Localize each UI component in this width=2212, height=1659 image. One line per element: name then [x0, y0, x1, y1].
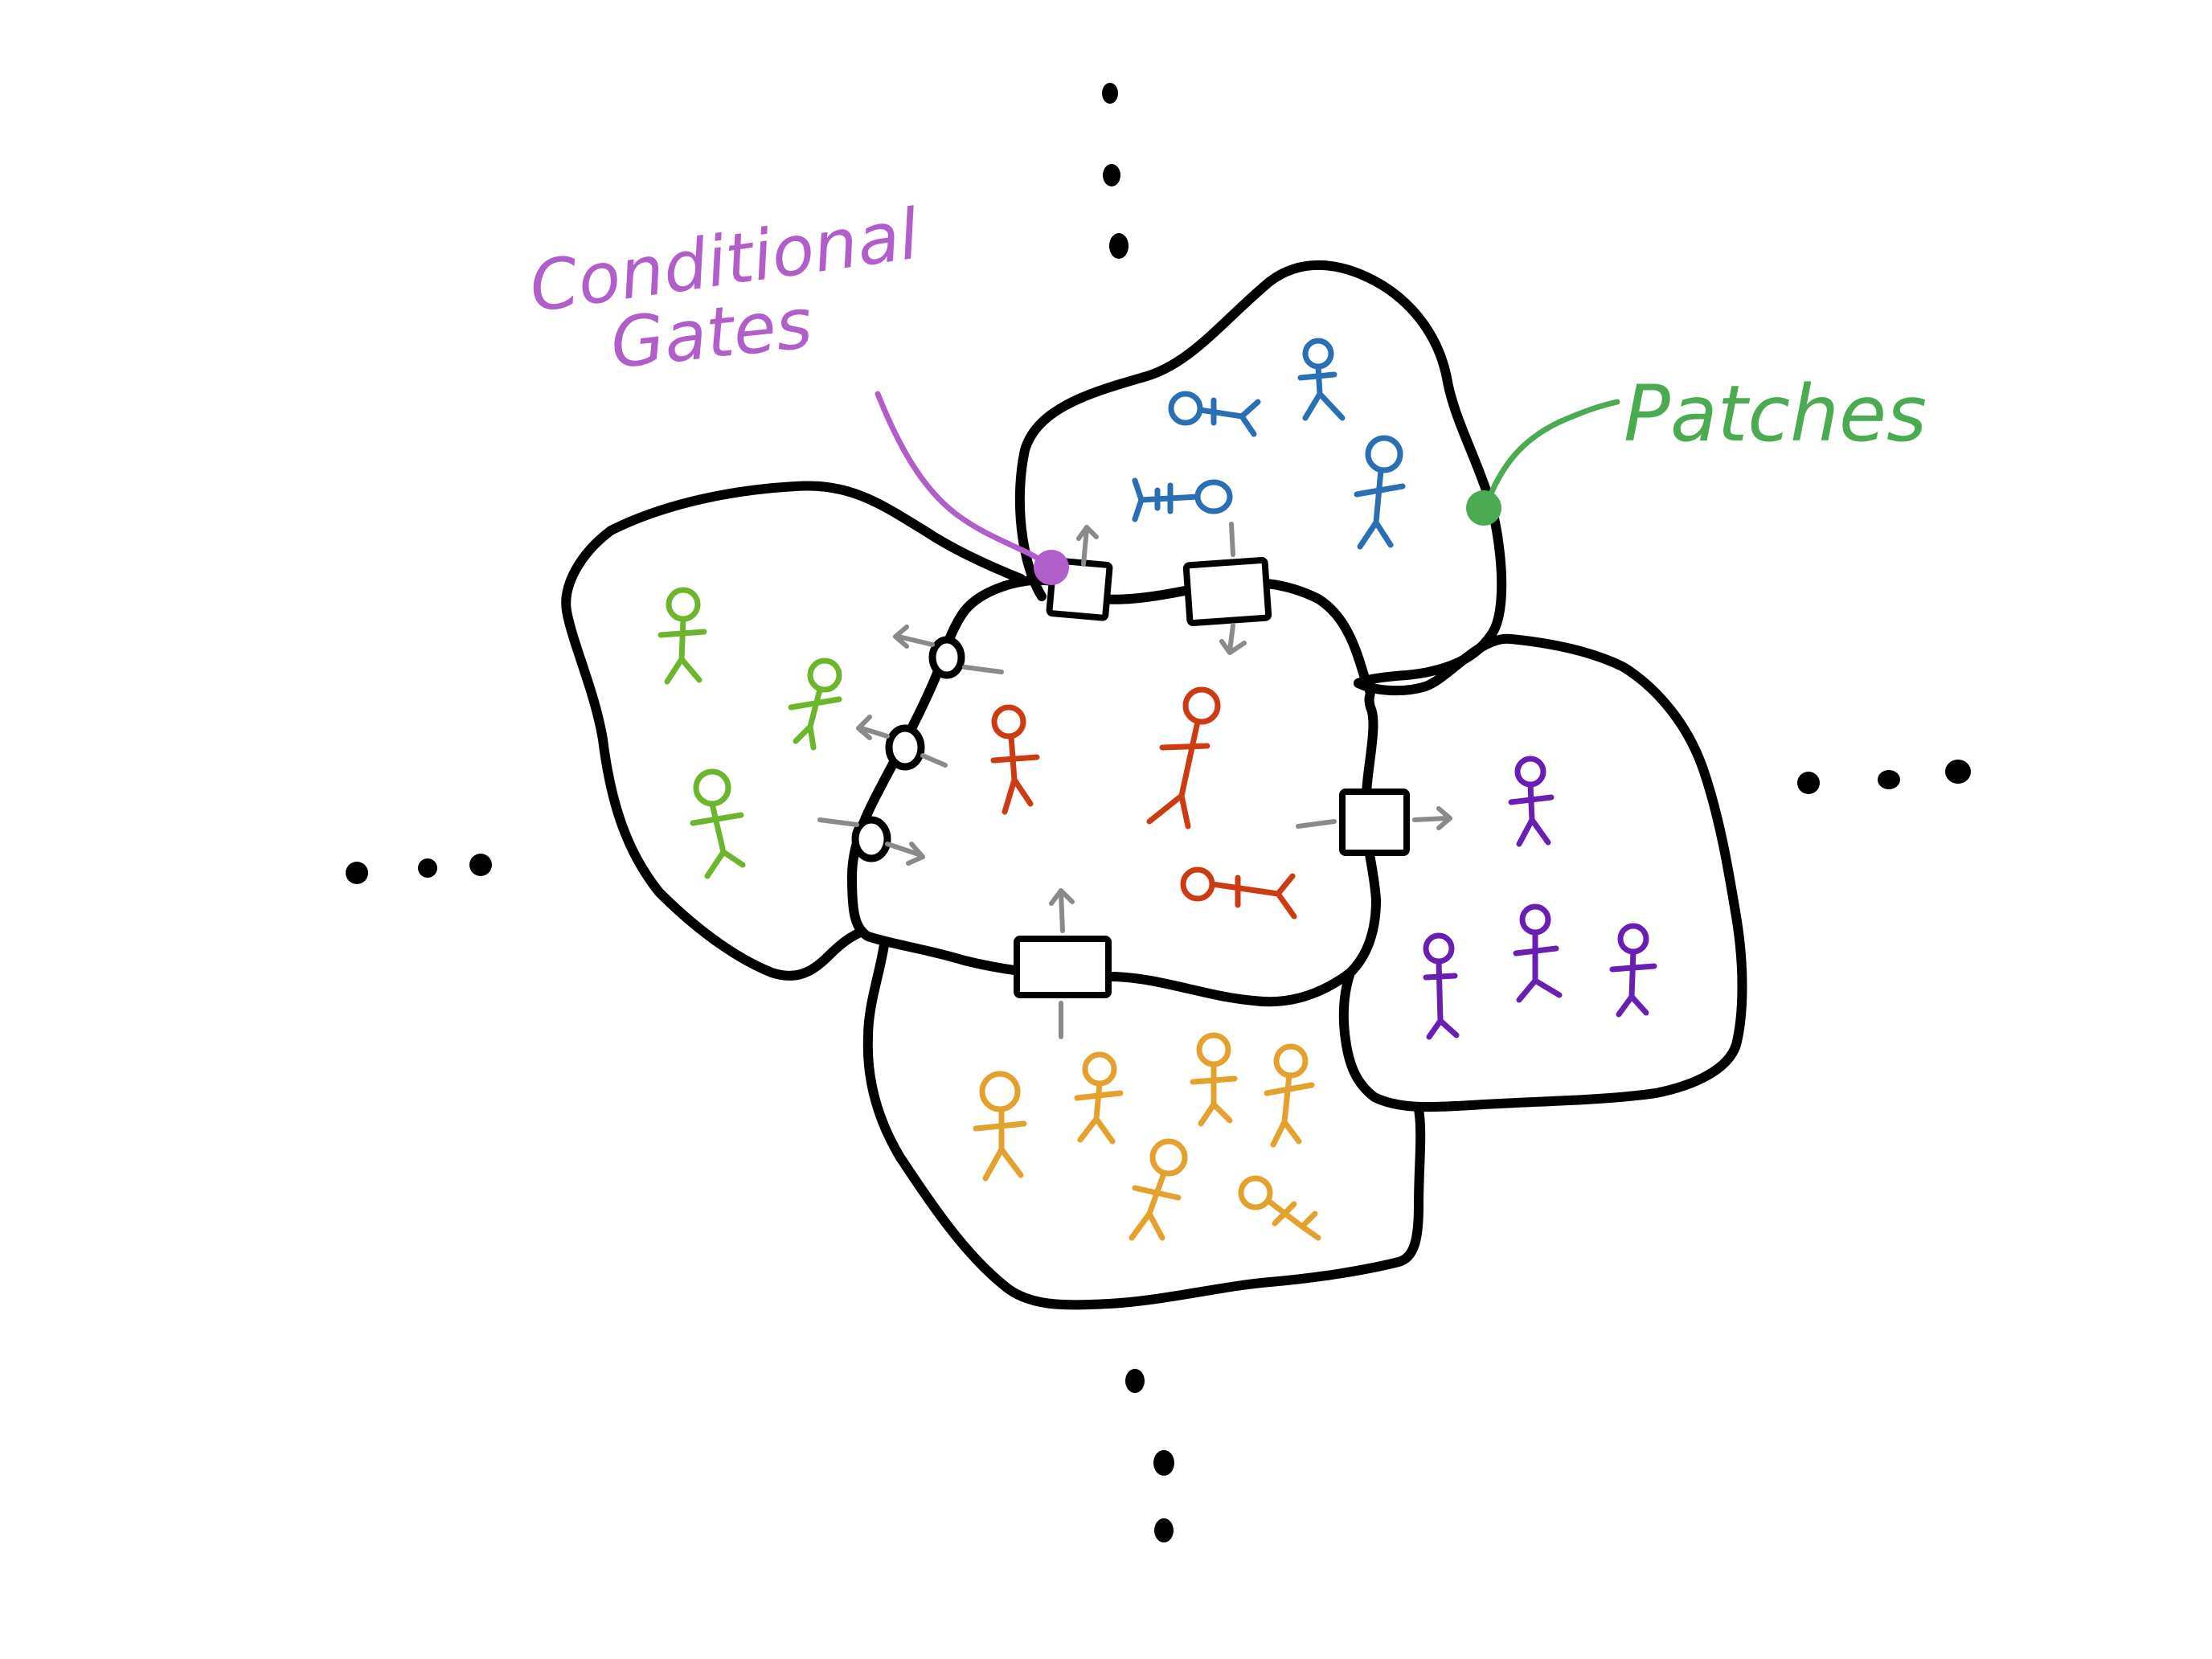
bottom-patch-people — [973, 1032, 1321, 1241]
person-figure — [1168, 391, 1261, 437]
left-patch-people — [657, 587, 842, 879]
gate-square-top-right — [1182, 522, 1272, 655]
person-figure — [973, 1071, 1027, 1182]
gate-circle-middle — [856, 715, 948, 771]
person-figure — [1238, 1175, 1321, 1241]
person-figure — [990, 704, 1040, 815]
person-figure — [1264, 1043, 1315, 1148]
left-patch-outline — [561, 481, 1026, 981]
person-figure — [1297, 338, 1346, 421]
person-figure — [1609, 923, 1657, 1018]
bottom-patch-outline — [862, 940, 1426, 1310]
continuation-dots-right — [1797, 760, 1971, 794]
conditional-gates-pointer — [875, 391, 1069, 585]
person-figure — [1423, 932, 1460, 1040]
person-figure — [1508, 756, 1555, 847]
person-figure — [1074, 1051, 1124, 1145]
gate-square-right — [1296, 789, 1452, 856]
right-patch-people — [1423, 756, 1657, 1040]
person-figure — [657, 587, 707, 685]
center-patch-people — [990, 686, 1297, 920]
gate-square-bottom — [1014, 888, 1112, 1039]
person-figure — [788, 657, 842, 751]
person-figure — [1132, 477, 1233, 522]
patches-label: Patches — [1624, 369, 1927, 459]
patches-pointer — [1466, 399, 1620, 526]
person-figure — [1354, 435, 1406, 550]
continuation-dots-top — [1102, 83, 1129, 259]
continuation-dots-left — [346, 854, 492, 884]
continuation-dots-bottom — [1125, 1369, 1174, 1542]
person-figure — [1129, 1138, 1188, 1241]
person-figure — [1513, 903, 1563, 1003]
gate-circle-lower — [817, 816, 925, 866]
person-figure — [1190, 1032, 1238, 1127]
person-figure — [1180, 866, 1297, 920]
top-patch-people — [1132, 338, 1406, 550]
person-figure — [690, 768, 746, 879]
gate-circle-upper — [893, 625, 1004, 679]
right-patch-outline — [1338, 633, 1747, 1112]
person-figure — [1146, 686, 1221, 830]
